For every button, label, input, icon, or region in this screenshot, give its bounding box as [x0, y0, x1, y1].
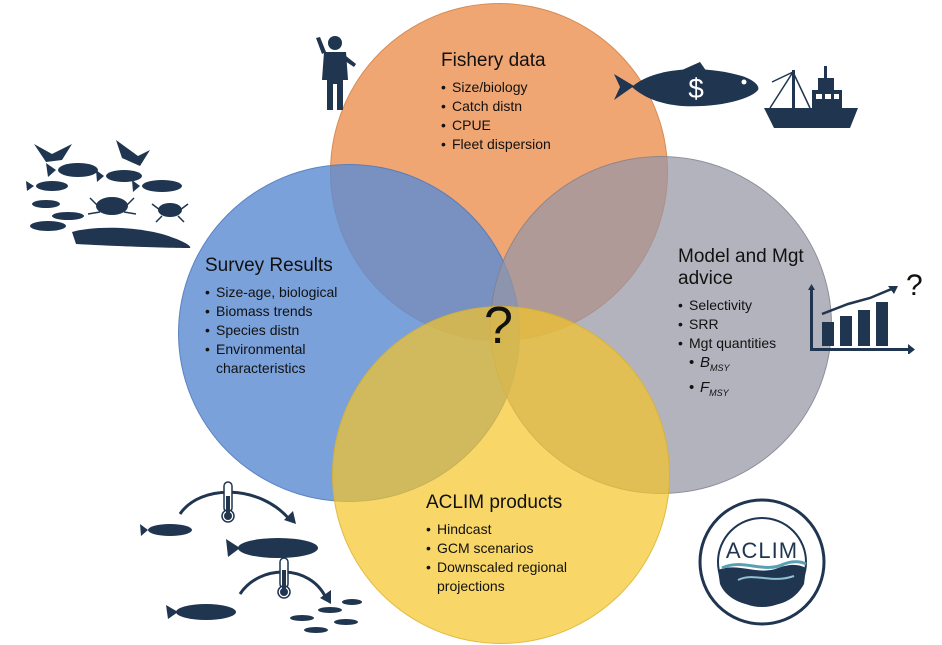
list-subitem-fmsy: FMSY: [678, 378, 828, 403]
list-item: Size-age, biological: [205, 283, 365, 302]
list-subitem-bmsy: BMSY: [678, 353, 828, 378]
center-question-mark: ?: [484, 297, 513, 355]
temperature-fish-icon: [140, 481, 362, 633]
list-item: GCM scenarios: [426, 539, 606, 558]
fmsy-symbol: F: [700, 379, 710, 396]
list-item: Environmental characteristics: [205, 340, 365, 378]
aclim-products-block: ACLIM products Hindcast GCM scenarios Do…: [426, 492, 606, 596]
svg-text:$: $: [688, 73, 704, 104]
bar-chart-icon: [808, 284, 915, 354]
fishery-data-title: Fishery data: [441, 50, 546, 71]
list-item: Catch distn: [441, 97, 551, 116]
list-item: CPUE: [441, 116, 551, 135]
aclim-logo-text: ACLIM: [725, 538, 799, 563]
bmsy-subscript: MSY: [710, 363, 730, 373]
aclim-products-title: ACLIM products: [426, 492, 563, 513]
fishery-data-list: Size/biology Catch distn CPUE Fleet disp…: [441, 78, 551, 154]
model-advice-list: Selectivity SRR Mgt quantities BMSY FMSY: [678, 296, 828, 403]
list-item: Downscaled regional projections: [426, 558, 606, 596]
list-item: Biomass trends: [205, 302, 365, 321]
chart-question-mark: ?: [906, 269, 923, 302]
fish-dollar-icon: $: [614, 62, 759, 107]
survey-results-list: Size-age, biological Biomass trends Spec…: [205, 283, 365, 378]
survey-results-block: Survey Results Size-age, biological Biom…: [205, 255, 365, 378]
fishing-vessel-icon: [764, 66, 858, 128]
fishery-data-block: Fishery data Size/biology Catch distn CP…: [441, 50, 551, 154]
model-advice-title: Model and Mgt advice: [678, 246, 804, 289]
aclim-products-list: Hindcast GCM scenarios Downscaled region…: [426, 520, 606, 596]
bmsy-symbol: B: [700, 354, 711, 371]
aclim-logo-icon: ACLIM: [698, 498, 826, 626]
list-item: Fleet dispersion: [441, 135, 551, 154]
list-item: Mgt quantities: [678, 334, 828, 353]
list-item: Selectivity: [678, 296, 828, 315]
list-item: Species distn: [205, 321, 365, 340]
list-item: Hindcast: [426, 520, 606, 539]
survey-results-title: Survey Results: [205, 255, 333, 276]
marine-species-icon: [26, 140, 191, 248]
aclim-logo-graphic: [698, 498, 826, 626]
fmsy-subscript: MSY: [709, 388, 729, 398]
list-item: Size/biology: [441, 78, 551, 97]
fisherman-icon: [316, 36, 356, 110]
model-advice-block: Model and Mgt advice Selectivity SRR Mgt…: [678, 246, 828, 403]
list-item: SRR: [678, 315, 828, 334]
